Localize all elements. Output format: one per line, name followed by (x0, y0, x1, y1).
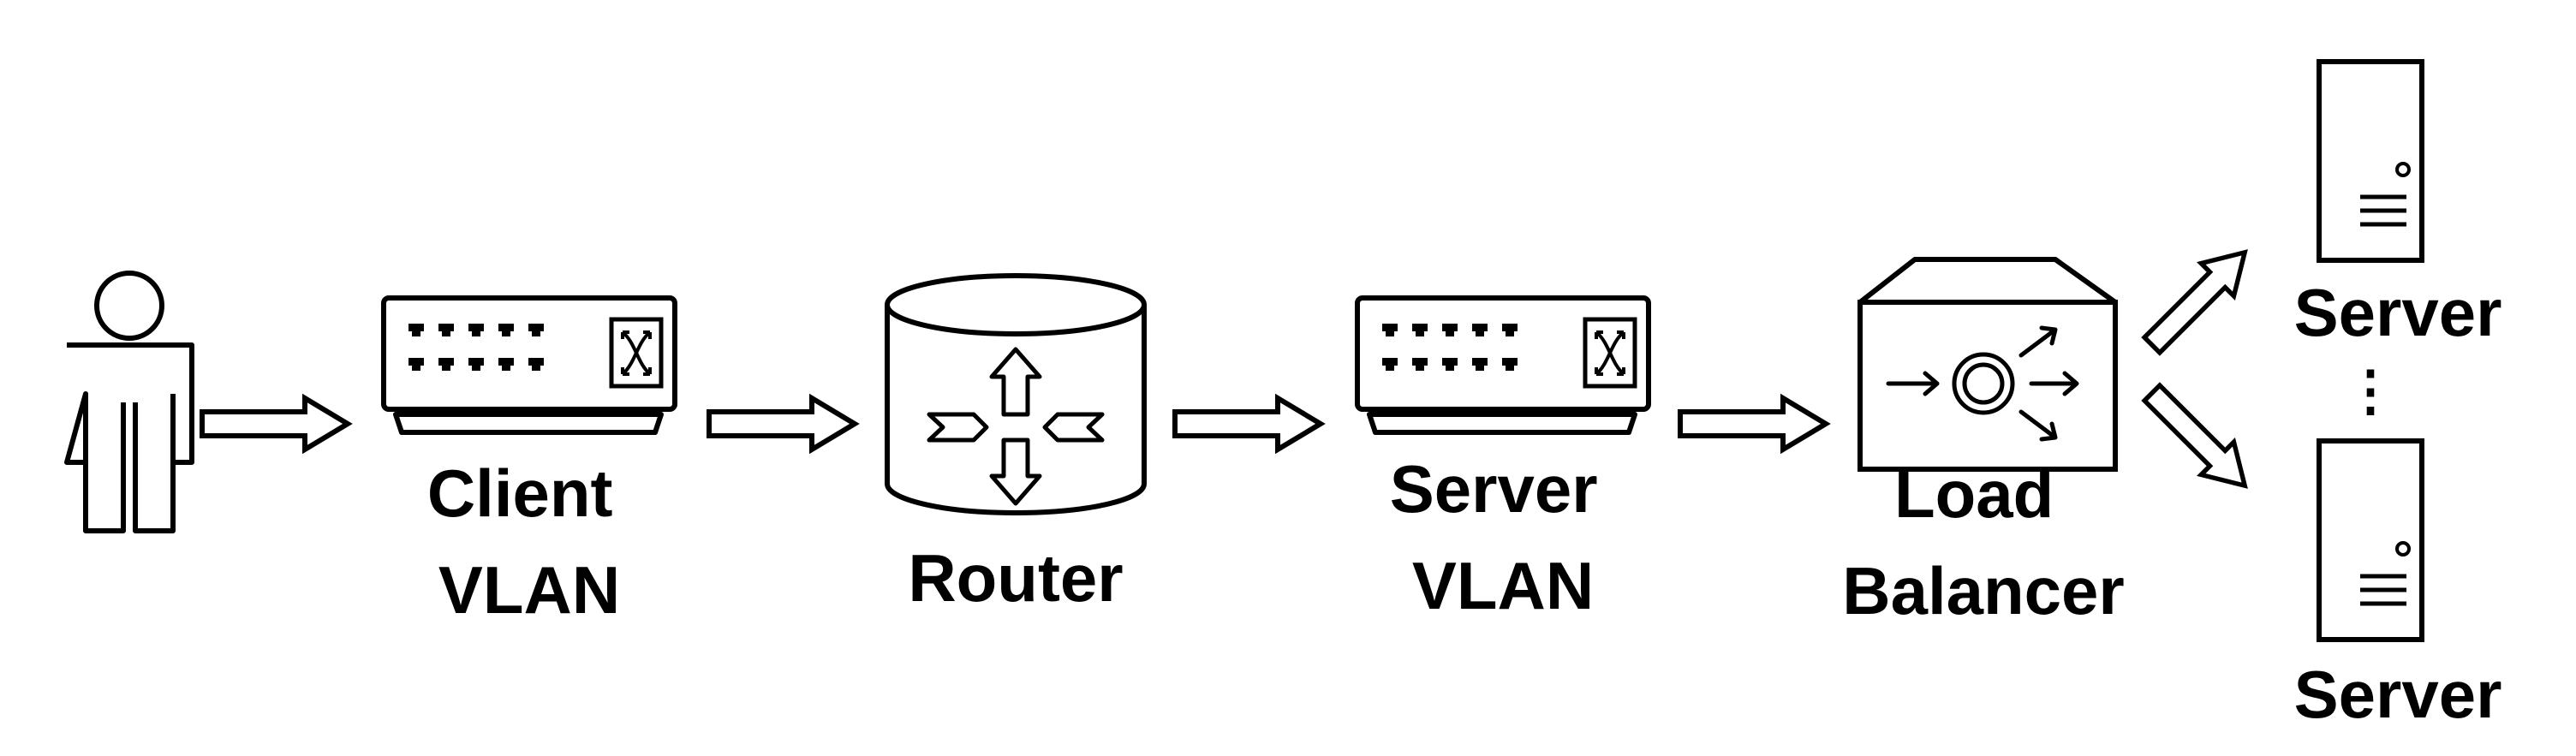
load-balancer-label-line2: Balancer (1842, 553, 2125, 628)
router-label: Router (908, 540, 1123, 616)
client-vlan-switch-icon (381, 295, 677, 435)
arrow-user-to-client-vlan (202, 398, 348, 449)
server-bottom-icon (2317, 438, 2424, 642)
router-icon (885, 273, 1147, 515)
load-balancer-label: Load Balancer (1842, 456, 2125, 628)
client-vlan-label-line2: VLAN (438, 552, 620, 628)
arrow-load-balancer-to-server-top (2136, 236, 2261, 361)
arrow-load-balancer-to-server-bottom (2136, 377, 2261, 502)
server-vlan-label-line2: VLAN (1412, 548, 1594, 623)
arrow-client-vlan-to-router (709, 398, 855, 449)
load-balancer-icon (1857, 257, 2118, 472)
server-vlan-switch-icon (1355, 295, 1651, 435)
server-vlan-label: Server VLAN (1390, 451, 1617, 623)
load-balancer-label-line1: Load (1894, 456, 2054, 532)
server-vlan-label-line1: Server (1390, 451, 1598, 527)
client-vlan-label: Client VLAN (427, 455, 631, 628)
client-vlan-label-line1: Client (427, 455, 613, 531)
arrow-router-to-server-vlan (1175, 398, 1321, 449)
server-top-icon (2317, 59, 2424, 263)
arrow-server-vlan-to-load-balancer (1680, 398, 1826, 449)
server-top-label: Server (2294, 275, 2502, 350)
vertical-ellipsis: ⋮ (2343, 360, 2398, 421)
user-icon (64, 271, 194, 533)
server-bottom-label: Server (2294, 657, 2502, 732)
